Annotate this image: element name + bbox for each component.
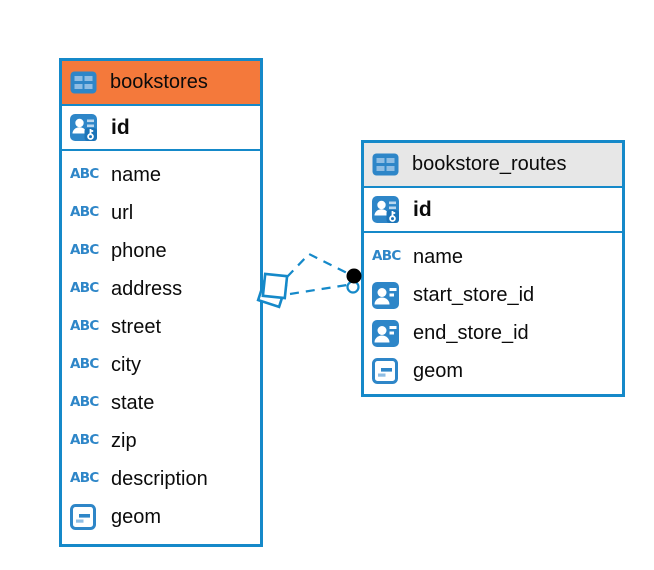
- column-name: phone: [111, 239, 167, 262]
- column-row-city[interactable]: ABC city: [62, 346, 260, 384]
- column-name: start_store_id: [413, 283, 535, 306]
- primary-key-icon: [372, 196, 403, 223]
- column-name: state: [111, 391, 155, 414]
- column-name: end_store_id: [413, 321, 529, 344]
- column-name: geom: [111, 505, 162, 528]
- table-header-bookstore-routes[interactable]: bookstore_routes: [364, 143, 622, 188]
- column-row-end-store-id[interactable]: end_store_id: [364, 314, 622, 352]
- column-row-id[interactable]: id: [62, 106, 260, 151]
- table-icon: [372, 153, 403, 176]
- column-row-geom[interactable]: geom: [364, 352, 622, 390]
- foreign-key-icon: [372, 319, 403, 347]
- relationship-line-upper[interactable]: [286, 252, 350, 278]
- table-header-bookstores[interactable]: bookstores: [62, 61, 260, 106]
- column-name: id: [111, 115, 130, 139]
- column-name: zip: [111, 429, 137, 452]
- text-type-icon: ABC: [70, 166, 99, 183]
- foreign-key-icon: [372, 281, 403, 309]
- relationship-diamond-marker[interactable]: [256, 272, 289, 309]
- geometry-type-icon: [70, 504, 101, 530]
- text-type-icon: ABC: [70, 204, 99, 221]
- column-name: id: [413, 197, 432, 221]
- column-name: street: [111, 315, 162, 338]
- column-name: city: [111, 353, 141, 376]
- column-row-phone[interactable]: ABC phone: [62, 232, 260, 270]
- text-type-icon: ABC: [70, 394, 99, 411]
- text-type-icon: ABC: [70, 280, 99, 297]
- column-row-geom[interactable]: geom: [62, 498, 260, 536]
- column-row-state[interactable]: ABC state: [62, 384, 260, 422]
- column-row-address[interactable]: ABC address: [62, 270, 260, 308]
- column-name: address: [111, 277, 183, 300]
- column-row-zip[interactable]: ABC zip: [62, 422, 260, 460]
- column-name: name: [111, 163, 162, 186]
- column-list: ABC name ABC url ABC phone ABC address A…: [62, 151, 260, 538]
- table-icon: [70, 71, 101, 94]
- column-name: name: [413, 245, 464, 268]
- relationship-dot-marker[interactable]: [346, 268, 362, 294]
- column-row-start-store-id[interactable]: start_store_id: [364, 276, 622, 314]
- primary-key-icon: [70, 114, 101, 141]
- text-type-icon: ABC: [372, 248, 401, 265]
- column-row-url[interactable]: ABC url: [62, 194, 260, 232]
- column-name: description: [111, 467, 208, 490]
- text-type-icon: ABC: [70, 356, 99, 373]
- table-bookstore-routes[interactable]: bookstore_routes id: [361, 140, 625, 397]
- table-title: bookstores: [110, 71, 208, 93]
- text-type-icon: ABC: [70, 470, 99, 487]
- column-row-street[interactable]: ABC street: [62, 308, 260, 346]
- text-type-icon: ABC: [70, 318, 99, 335]
- column-list: ABC name start_store_id: [364, 233, 622, 392]
- table-bookstores[interactable]: bookstores id: [59, 58, 263, 547]
- column-name: geom: [413, 359, 464, 382]
- column-row-name[interactable]: ABC name: [62, 156, 260, 194]
- column-name: url: [111, 201, 134, 224]
- text-type-icon: ABC: [70, 432, 99, 449]
- column-row-description[interactable]: ABC description: [62, 460, 260, 498]
- column-row-id[interactable]: id: [364, 188, 622, 233]
- geometry-type-icon: [372, 358, 403, 384]
- table-title: bookstore_routes: [412, 153, 567, 175]
- column-row-name[interactable]: ABC name: [364, 238, 622, 276]
- text-type-icon: ABC: [70, 242, 99, 259]
- relationship-line-lower[interactable]: [289, 283, 348, 296]
